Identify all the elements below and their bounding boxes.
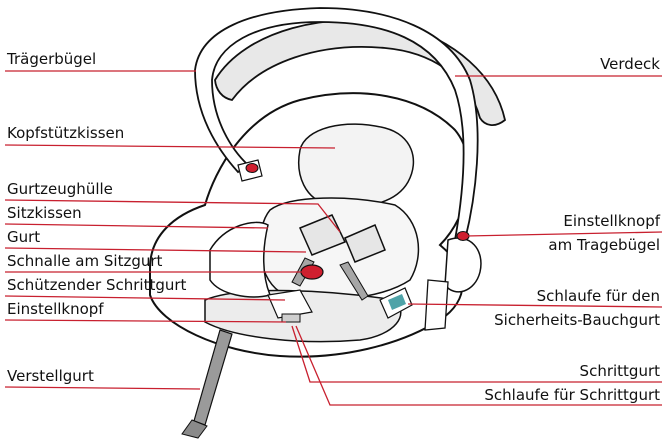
label-schrittgurt: Schrittgurt xyxy=(580,362,660,380)
label-einstellknopf: Einstellknopf xyxy=(7,300,104,318)
label-schlaufe-bauchgurt-line2: Sicherheits-Bauchgurt xyxy=(494,311,660,329)
leader-verstellgurt xyxy=(5,387,200,389)
label-schlaufe-schrittgurt: Schlaufe für Schrittgurt xyxy=(484,386,660,404)
label-schlaufe-bauchgurt-line1: Schlaufe für den xyxy=(537,287,660,305)
headrest-cushion xyxy=(299,124,414,207)
label-einstellknopf-buegel-line1: Einstellknopf xyxy=(563,212,660,230)
label-verstellgurt: Verstellgurt xyxy=(7,367,94,385)
label-gurtzeughuelle: Gurtzeughülle xyxy=(7,180,113,198)
crotch-loop xyxy=(282,314,300,322)
label-schuetzender-schrittgurt: Schützender Schrittgurt xyxy=(7,276,186,294)
adjustment-strap xyxy=(194,330,232,425)
handle-pivot-right xyxy=(445,238,481,292)
label-schnalle: Schnalle am Sitzgurt xyxy=(7,252,162,270)
label-gurt: Gurt xyxy=(7,228,40,246)
label-traegerbuegel: Trägerbügel xyxy=(7,50,96,68)
label-sitzkissen: Sitzkissen xyxy=(7,204,82,222)
label-verdeck: Verdeck xyxy=(600,55,660,73)
backrest xyxy=(260,198,419,299)
handle-knob-left xyxy=(246,164,258,173)
label-einstellknopf-buegel-line2: am Tragebügel xyxy=(548,236,660,254)
label-kopfstuetzkissen: Kopfstützkissen xyxy=(7,124,124,142)
